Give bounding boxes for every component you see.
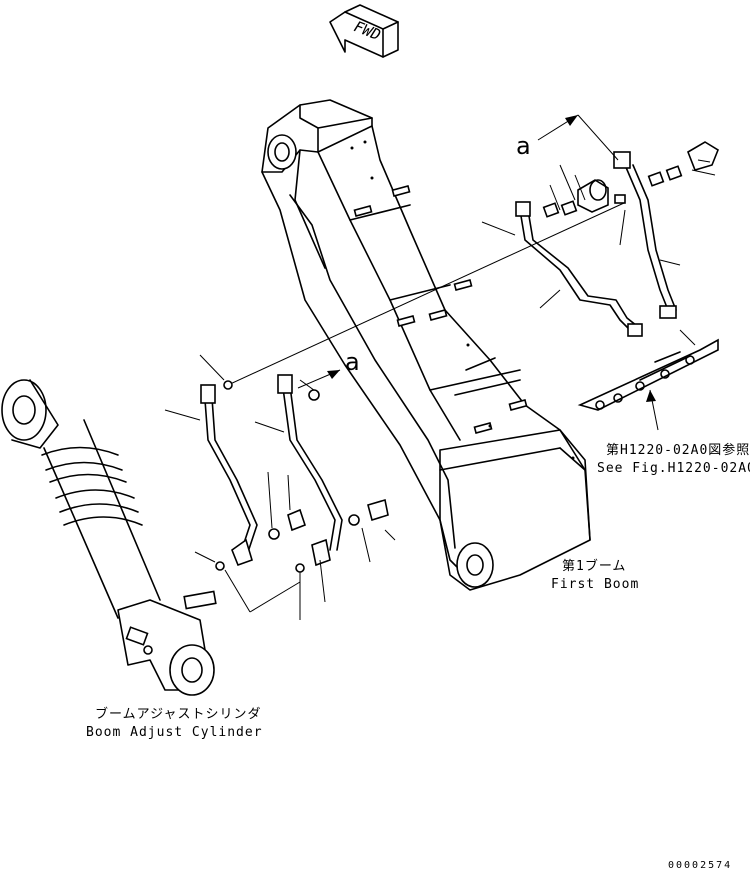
boom-tubes [515, 141, 719, 411]
first-boom-jp: 第1ブーム [562, 558, 626, 574]
doc-number: 00002574 [668, 860, 732, 871]
boom-adjust-cylinder [1, 379, 217, 696]
fig-ref-en: See Fig.H1220-02A0 [597, 461, 750, 476]
ref-a-mid-label: a [345, 348, 360, 376]
cylinder-en: Boom Adjust Cylinder [86, 725, 263, 740]
fwd-label: FWD [350, 18, 385, 44]
fwd-marker: FWD [329, 4, 399, 58]
first-boom [261, 99, 591, 591]
cylinder-hoses [200, 374, 389, 567]
first-boom-en: First Boom [551, 577, 639, 592]
ref-a-top-label: a [516, 132, 531, 160]
cylinder-jp: ブームアジャストシリンダ [95, 706, 261, 722]
leader-lines [164, 114, 716, 620]
fig-ref-jp: 第H1220-02A0図参照 [606, 442, 750, 458]
